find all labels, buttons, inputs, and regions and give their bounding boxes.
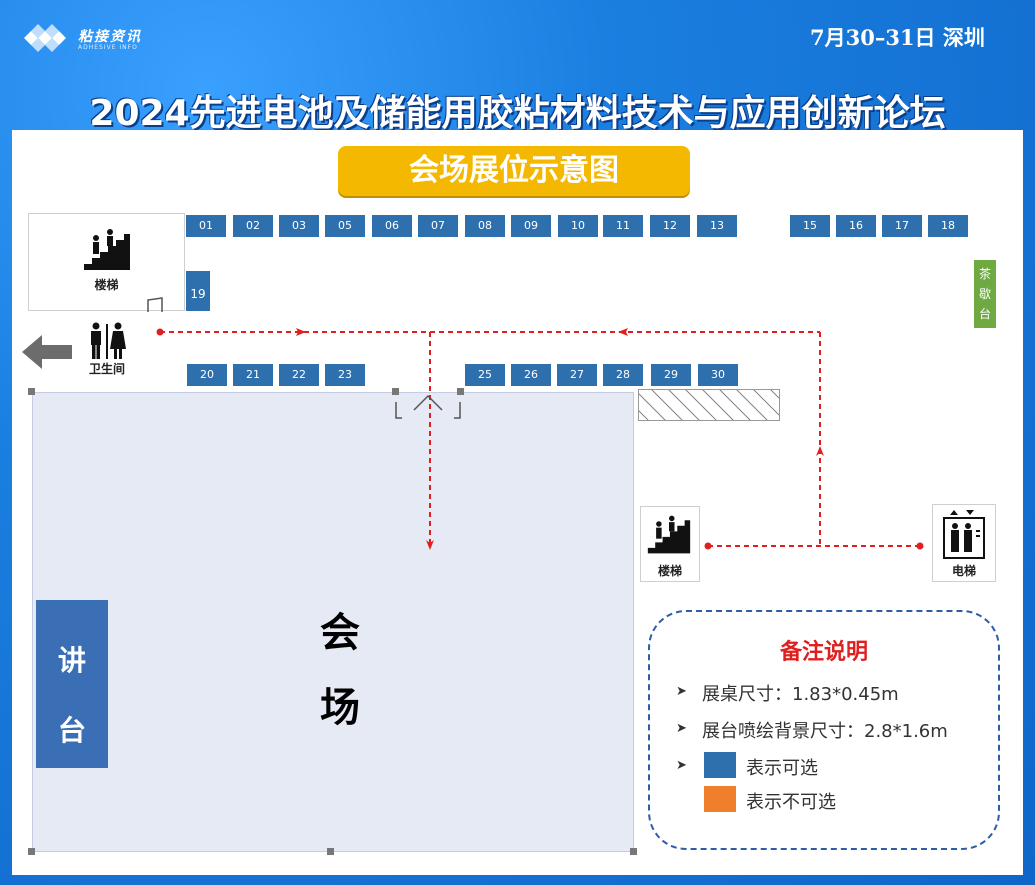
booth-23[interactable]: 23 bbox=[325, 364, 365, 386]
booth-28[interactable]: 28 bbox=[603, 364, 643, 386]
booth-26[interactable]: 26 bbox=[511, 364, 551, 386]
elevator-label: 电梯 bbox=[951, 564, 976, 578]
stairs-bottom-label: 楼梯 bbox=[657, 564, 682, 578]
note-backdrop-size: 展台喷绘背景尺寸：2.8*1.6m bbox=[702, 721, 948, 742]
bullet-icon: ➤ bbox=[676, 721, 687, 736]
booth-17[interactable]: 17 bbox=[882, 215, 922, 237]
elevator-icon bbox=[943, 510, 985, 559]
hall-label: 会 场 bbox=[300, 596, 380, 746]
stage bbox=[36, 600, 108, 768]
toilet-icon bbox=[91, 322, 126, 359]
stairs-top-label: 楼梯 bbox=[94, 278, 119, 292]
note-table-size: 展桌尺寸：1.83*0.45m bbox=[702, 684, 899, 705]
booth-18[interactable]: 18 bbox=[928, 215, 968, 237]
hatched-area bbox=[638, 389, 780, 421]
hall-label-line1: 会 bbox=[320, 610, 360, 656]
conference-hall bbox=[32, 392, 634, 852]
legend-unavailable-swatch bbox=[704, 786, 736, 812]
logo-subtext: ADHESIVE INFO bbox=[78, 44, 138, 51]
booth-27[interactable]: 27 bbox=[557, 364, 597, 386]
booth-22[interactable]: 22 bbox=[279, 364, 319, 386]
booth-19[interactable]: 19 bbox=[186, 271, 210, 311]
page-title: 2024先进电池及储能用胶粘材料技术与应用创新论坛 bbox=[89, 93, 946, 134]
booth-11[interactable]: 11 bbox=[603, 215, 643, 237]
booth-05[interactable]: 05 bbox=[325, 215, 365, 237]
booth-08[interactable]: 08 bbox=[465, 215, 505, 237]
hall-label-line2: 场 bbox=[320, 685, 360, 731]
logo-icon bbox=[24, 24, 66, 52]
booth-06[interactable]: 06 bbox=[372, 215, 412, 237]
booth-13[interactable]: 13 bbox=[697, 215, 737, 237]
booth-07[interactable]: 07 bbox=[418, 215, 458, 237]
map-subtitle: 会场展位示意图 bbox=[409, 153, 619, 188]
notes-title: 备注说明 bbox=[779, 640, 868, 665]
logo-text: 粘接资讯 bbox=[78, 29, 142, 45]
stage-label-line2: 台 bbox=[57, 714, 86, 747]
booth-10[interactable]: 10 bbox=[558, 215, 598, 237]
booth-03[interactable]: 03 bbox=[279, 215, 319, 237]
legend-available-label: 表示可选 bbox=[746, 758, 818, 779]
booth-16[interactable]: 16 bbox=[836, 215, 876, 237]
booth-25[interactable]: 25 bbox=[465, 364, 505, 386]
booth-02[interactable]: 02 bbox=[233, 215, 273, 237]
bullet-icon: ➤ bbox=[676, 758, 687, 773]
tea-break-area bbox=[974, 260, 996, 328]
booth-12[interactable]: 12 bbox=[650, 215, 690, 237]
tea-break-label: 茶歇台 bbox=[978, 267, 991, 321]
stairs-icon bbox=[647, 515, 691, 554]
date-location: 7月30–31日 深圳 bbox=[810, 25, 985, 50]
stage-label-line1: 讲 bbox=[57, 644, 86, 677]
subtitle-banner bbox=[338, 146, 690, 196]
stairs-icon bbox=[84, 229, 130, 270]
legend-unavailable-label: 表示不可选 bbox=[746, 792, 836, 813]
stage-label: 讲 台 bbox=[36, 626, 108, 766]
booth-30[interactable]: 30 bbox=[698, 364, 738, 386]
booth-01[interactable]: 01 bbox=[186, 215, 226, 237]
arrow-left-icon bbox=[22, 335, 72, 369]
legend-available-swatch bbox=[704, 752, 736, 778]
bullet-icon: ➤ bbox=[676, 684, 687, 699]
booth-29[interactable]: 29 bbox=[651, 364, 691, 386]
booth-20[interactable]: 20 bbox=[187, 364, 227, 386]
booth-09[interactable]: 09 bbox=[511, 215, 551, 237]
toilet-label: 卫生间 bbox=[88, 362, 125, 376]
booth-15[interactable]: 15 bbox=[790, 215, 830, 237]
booth-21[interactable]: 21 bbox=[233, 364, 273, 386]
